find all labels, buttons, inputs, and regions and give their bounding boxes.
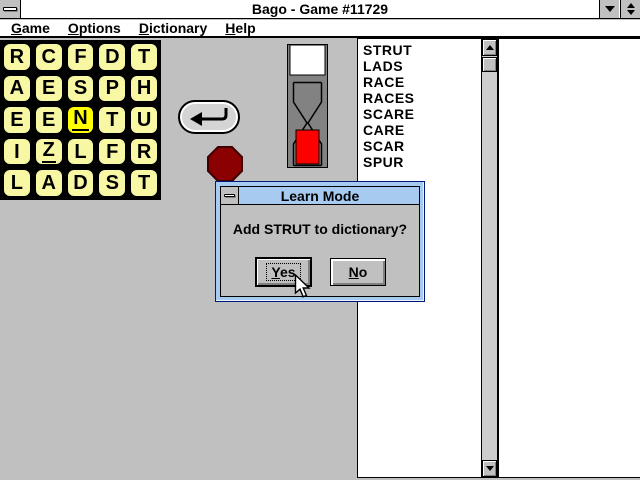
- minimize-icon: [604, 6, 615, 12]
- letter-tile[interactable]: T: [129, 168, 159, 198]
- letter-tile[interactable]: Z: [33, 136, 64, 167]
- learn-mode-dialog-inner: Learn Mode Add STRUT to dictionary? Yes …: [220, 186, 420, 297]
- dialog-titlebar[interactable]: Learn Mode: [221, 187, 419, 205]
- letter-tile[interactable]: R: [2, 42, 32, 72]
- no-button-label: No: [348, 264, 368, 280]
- letter-tile[interactable]: S: [65, 73, 96, 104]
- scroll-up-icon: [485, 45, 494, 50]
- menu-game[interactable]: Game: [11, 20, 50, 36]
- enter-word-button[interactable]: [178, 100, 240, 134]
- menu-help[interactable]: Help: [225, 20, 256, 36]
- letter-tile[interactable]: P: [97, 73, 128, 104]
- hourglass-timer-icon: [287, 44, 328, 173]
- letter-tile[interactable]: D: [97, 42, 128, 72]
- word-list-item[interactable]: CARE: [363, 122, 405, 138]
- restore-up-icon: [626, 3, 635, 8]
- menu-bar: Game Options Dictionary Help: [0, 20, 640, 38]
- system-menu-icon: [3, 7, 17, 11]
- mouse-cursor-icon: [294, 273, 312, 306]
- scrollbar-thumb[interactable]: [482, 57, 497, 72]
- word-list-item[interactable]: RACE: [363, 74, 405, 90]
- dialog-message: Add STRUT to dictionary?: [232, 221, 408, 237]
- system-menu-button[interactable]: [0, 0, 21, 18]
- word-list-item[interactable]: SCARE: [363, 106, 415, 122]
- letter-tile[interactable]: L: [2, 168, 32, 198]
- dialog-system-menu-icon: [224, 194, 235, 197]
- letter-tile[interactable]: F: [97, 136, 128, 167]
- letter-tile[interactable]: H: [129, 73, 159, 104]
- letter-tile[interactable]: L: [65, 136, 96, 167]
- letter-tile[interactable]: A: [33, 168, 64, 198]
- yes-button-label: Yes: [271, 264, 296, 280]
- dialog-system-menu-button[interactable]: [221, 187, 239, 204]
- letter-tile[interactable]: E: [33, 105, 64, 135]
- minimize-button[interactable]: [599, 0, 619, 18]
- word-list-item[interactable]: RACES: [363, 90, 415, 106]
- scroll-down-button[interactable]: [482, 460, 497, 477]
- letter-tile[interactable]: E: [33, 73, 64, 104]
- letter-tile[interactable]: U: [129, 105, 159, 135]
- letter-tile[interactable]: I: [2, 136, 32, 167]
- letter-tile[interactable]: F: [65, 42, 96, 72]
- letter-tile[interactable]: T: [129, 42, 159, 72]
- menu-options[interactable]: Options: [67, 20, 121, 36]
- letter-tile[interactable]: T: [97, 105, 128, 135]
- menu-dictionary[interactable]: Dictionary: [138, 20, 208, 36]
- word-list-item[interactable]: SPUR: [363, 154, 404, 170]
- restore-button[interactable]: [620, 0, 640, 18]
- window-title: Bago - Game #11729: [251, 1, 389, 17]
- letter-tile[interactable]: D: [65, 168, 96, 198]
- scroll-up-button[interactable]: [482, 39, 497, 56]
- enter-return-icon: [190, 108, 228, 126]
- word-list-item[interactable]: STRUT: [363, 42, 413, 58]
- word-list-item[interactable]: LADS: [363, 58, 404, 74]
- missed-words-panel: [498, 38, 640, 478]
- word-list-item[interactable]: SCAR: [363, 138, 405, 154]
- letter-tile[interactable]: A: [2, 73, 32, 104]
- letter-tile[interactable]: C: [33, 42, 64, 72]
- scroll-down-icon: [485, 466, 494, 471]
- no-button[interactable]: No: [330, 258, 386, 286]
- dialog-title: Learn Mode: [280, 188, 360, 204]
- word-list-scrollbar[interactable]: [481, 39, 497, 477]
- letter-tile[interactable]: E: [2, 105, 32, 135]
- letter-tile[interactable]: N: [65, 105, 96, 135]
- restore-down-icon: [626, 10, 635, 15]
- window-titlebar[interactable]: Bago - Game #11729: [0, 0, 640, 19]
- letter-tile[interactable]: S: [97, 168, 128, 198]
- letter-tile[interactable]: R: [129, 136, 159, 167]
- learn-mode-dialog: Learn Mode Add STRUT to dictionary? Yes …: [215, 181, 425, 302]
